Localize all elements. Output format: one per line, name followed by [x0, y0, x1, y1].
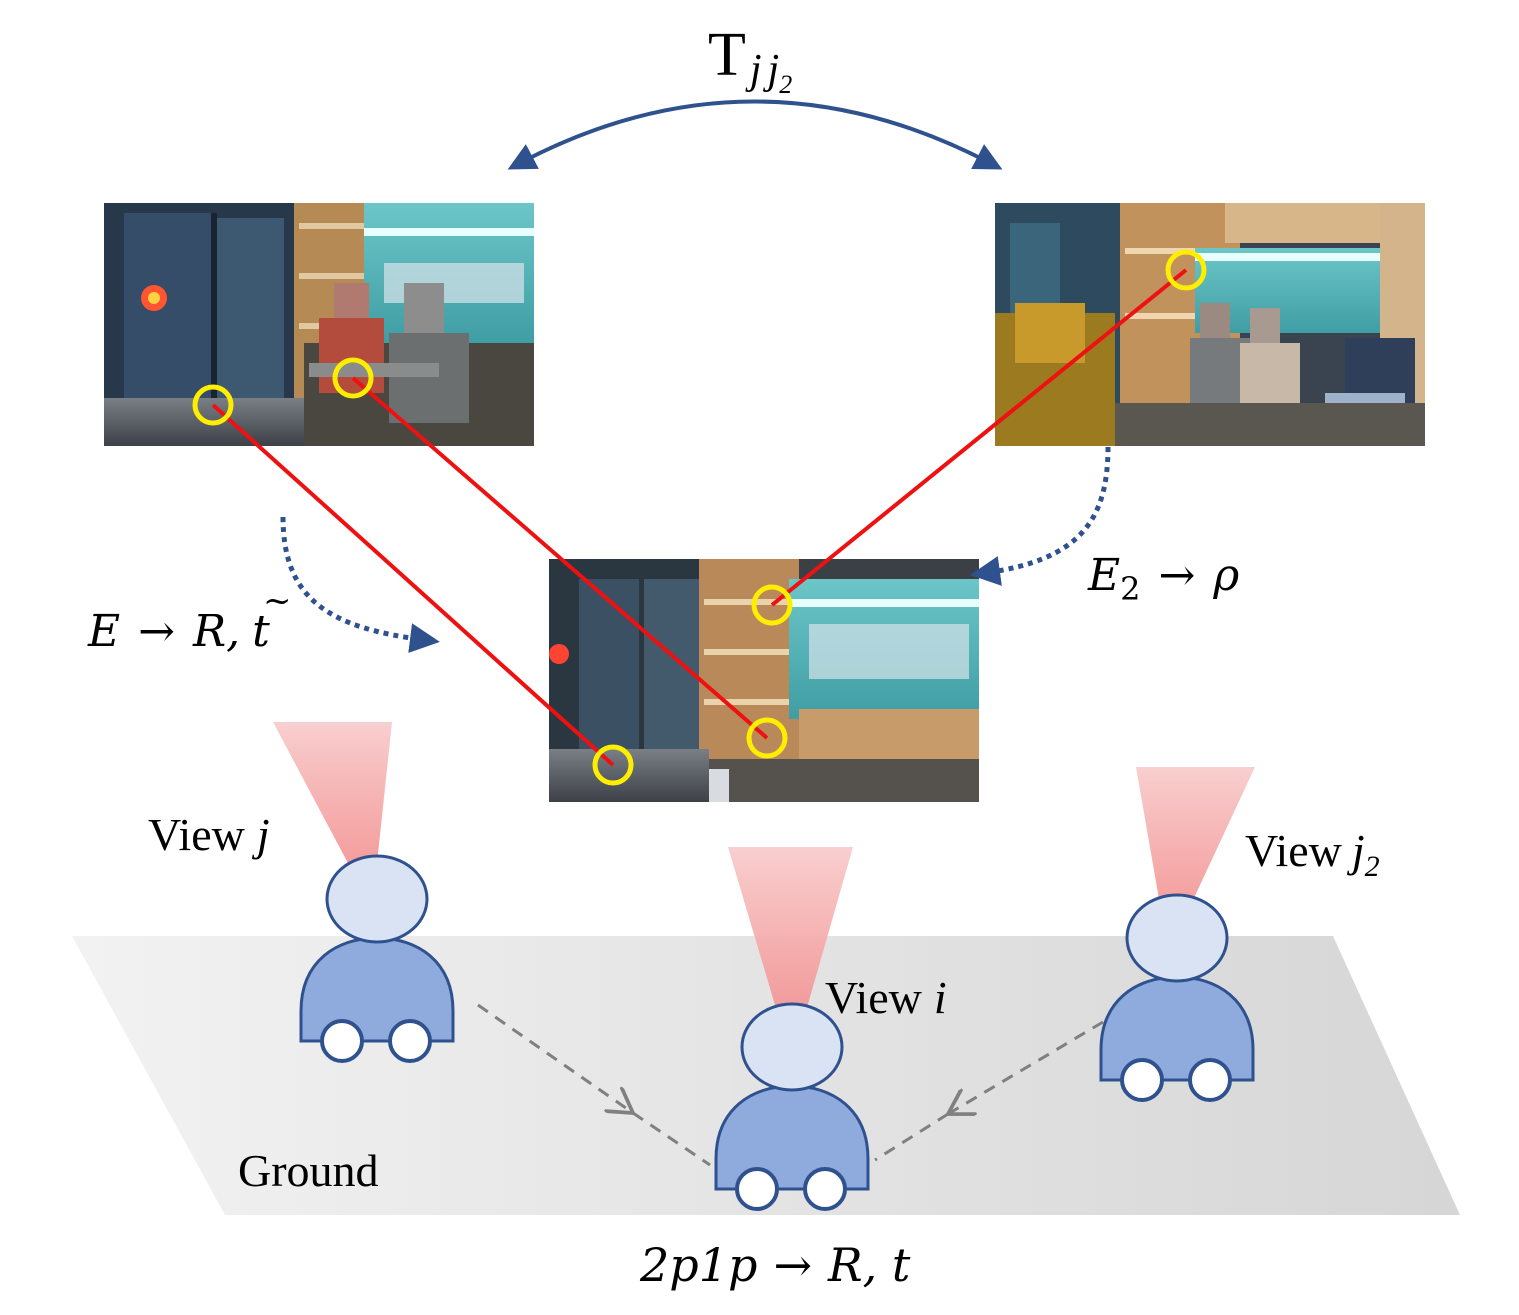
match-circle-view-j-1	[192, 384, 234, 426]
match-circle-view-i-1	[592, 744, 634, 786]
match-circle-view-i-2	[746, 717, 788, 759]
match-line-2	[351, 376, 769, 740]
camera-image-view-j	[104, 203, 534, 446]
camera-cone-view-j	[273, 722, 392, 882]
ground-label: Ground	[238, 1145, 379, 1196]
camera-image-view-j2	[995, 203, 1425, 446]
camera-cone-view-j2	[1136, 767, 1255, 928]
match-line-3	[770, 268, 1188, 607]
match-circle-view-j2-1	[1165, 249, 1207, 291]
second-essential-label: E2→ρ	[1087, 550, 1239, 608]
camera-image-view-i	[549, 559, 979, 802]
robot-icon-view-j	[299, 854, 455, 1063]
dashed-line-j2-to-i-tail	[874, 1112, 949, 1162]
robot-icon-view-j2	[1099, 893, 1255, 1102]
solver-label: 2p1p→R, t	[639, 1238, 911, 1292]
dashed-line-j-to-i-tail	[632, 1111, 711, 1167]
dotted-arrow-second-essential	[970, 446, 1111, 586]
camera-cone-view-i	[728, 847, 853, 1032]
essential-label-tilde: ~	[263, 581, 292, 621]
dashed-arrow-j-to-i	[477, 1003, 633, 1113]
match-circle-view-i-3	[751, 584, 793, 626]
transform-arc-arrow	[507, 99, 1003, 170]
match-line-1	[211, 403, 615, 767]
essential-label: E→R,t	[87, 606, 270, 657]
dashed-arrow-j2-to-i	[948, 1020, 1104, 1114]
match-circle-view-j-2	[332, 357, 374, 399]
